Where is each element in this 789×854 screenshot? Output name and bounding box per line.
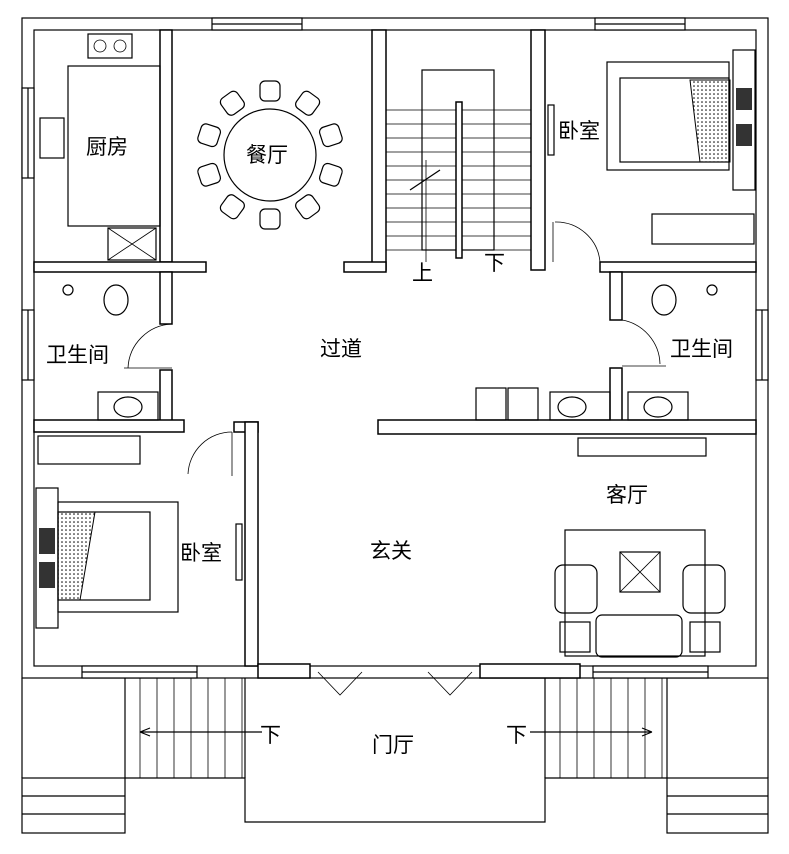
bed-left: [35, 435, 243, 629]
doors: [124, 221, 666, 696]
label-dining: 餐厅: [246, 143, 288, 167]
label-stairs-up: 上: [412, 261, 433, 285]
exterior-walls: [21, 17, 769, 679]
label-foyer: 玄关: [370, 539, 412, 563]
dining-table: [197, 80, 343, 230]
label-porch-stairs-right: 下: [506, 723, 527, 747]
label-living-room: 客厅: [606, 483, 648, 507]
dining-chair: [259, 80, 281, 102]
label-entrance-hall: 门厅: [372, 733, 414, 757]
dining-chair: [295, 90, 321, 116]
dining-chair: [197, 162, 222, 187]
bed-top-right: [547, 49, 756, 245]
label-kitchen: 厨房: [86, 135, 128, 159]
label-bedroom-top-right: 卧室: [558, 119, 600, 143]
label-corridor: 过道: [320, 337, 362, 361]
living-room-furniture: [554, 437, 726, 658]
kitchen-counter: [39, 33, 161, 261]
dining-chair: [295, 194, 321, 220]
dining-chair: [197, 123, 222, 148]
bathroom-left-fixtures: [62, 284, 159, 421]
label-bathroom-left: 卫生间: [46, 343, 109, 367]
dining-chair: [219, 90, 245, 116]
interior-walls: [33, 29, 757, 679]
staircase[interactable]: [386, 69, 531, 262]
porch: [21, 678, 769, 834]
bathroom-right-fixtures: [475, 284, 718, 421]
label-stairs-down: 下: [484, 251, 505, 275]
dining-chair: [318, 162, 343, 187]
label-bathroom-right: 卫生间: [670, 337, 733, 361]
dining-chair: [219, 194, 245, 220]
dining-chair: [318, 123, 343, 148]
dining-chair: [259, 208, 281, 230]
label-porch-stairs-left: 下: [260, 723, 281, 747]
label-bedroom-left: 卧室: [180, 541, 222, 565]
